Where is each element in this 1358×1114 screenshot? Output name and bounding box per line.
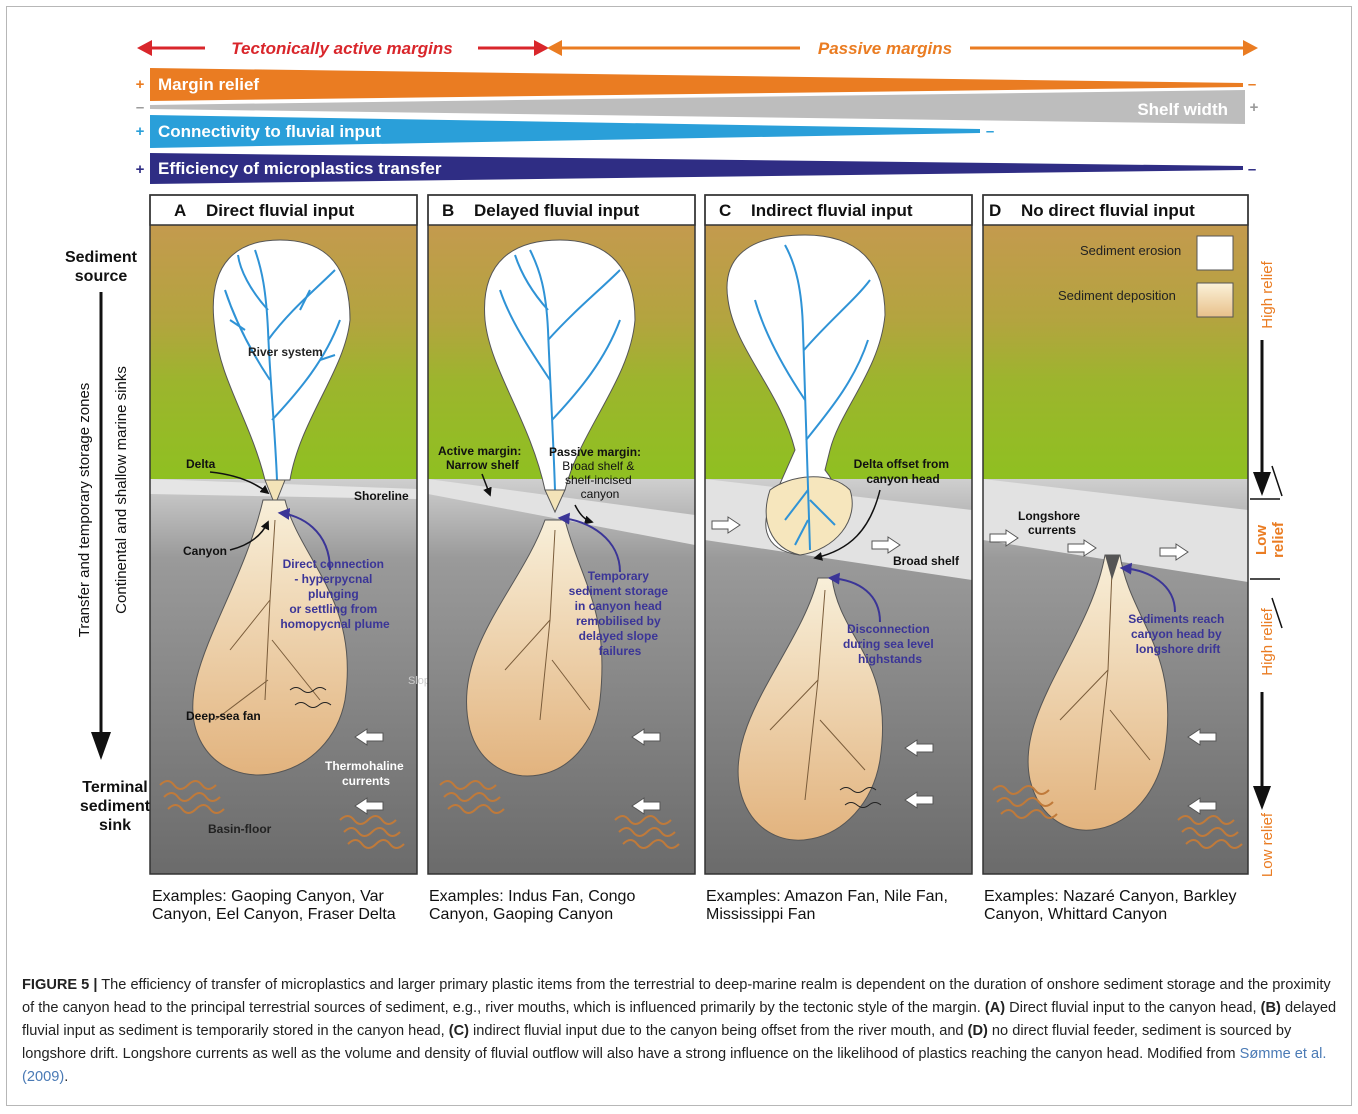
svg-text:sediment: sediment: [80, 798, 151, 815]
tapered-bars: + – Margin relief – + Shelf width + – Co…: [136, 68, 1259, 184]
svg-text:Active margin: Narrow sh: Active margin: Narrow shelf: [438, 444, 525, 472]
svg-text:Canyon: Canyon: [183, 544, 227, 558]
svg-text:source: source: [75, 268, 128, 285]
svg-text:Sediment: Sediment: [65, 249, 138, 266]
connectivity-label: Connectivity to fluvial input: [158, 122, 381, 141]
svg-text:relief: relief: [1270, 521, 1287, 558]
svg-text:Low: Low: [1253, 525, 1270, 555]
svg-text:Sediments reach canyon h: Sediments reach canyon head by longshore…: [1128, 612, 1227, 656]
svg-text:Indirect fluvial input: Indirect fluvial input: [751, 201, 913, 220]
svg-text:Deep-sea fan: Deep-sea fan: [186, 709, 261, 723]
margin-relief-label: Margin relief: [158, 75, 259, 94]
svg-text:–: –: [136, 99, 144, 116]
svg-text:Longshore currents: Longshore currents: [1018, 509, 1083, 537]
svg-text:–: –: [1248, 76, 1256, 93]
examples-c: Examples: Amazon Fan, Nile Fan, Mississi…: [706, 888, 974, 924]
svg-text:Direct fluvial input: Direct fluvial input: [206, 201, 355, 220]
passive-label: Passive margins: [818, 39, 952, 58]
relief-scale: High relief Low relief High relief Low r…: [1250, 260, 1287, 877]
svg-text:A: A: [174, 201, 186, 220]
svg-text:Passive margin:: Passive margin:: [549, 445, 641, 459]
svg-text:Sediment deposition: Sediment deposition: [1058, 288, 1176, 303]
svg-text:Terminal: Terminal: [82, 779, 148, 796]
panel-d: D No direct fluvial input Sediment erosi…: [983, 195, 1248, 874]
svg-text:D: D: [989, 201, 1001, 220]
svg-text:Transfer and temporary storage: Transfer and temporary storage zones: [76, 383, 93, 638]
svg-text:Delta offset from canyon: Delta offset from canyon head: [854, 457, 953, 486]
svg-text:High relief: High relief: [1259, 607, 1276, 675]
svg-text:Broad shelf: Broad shelf: [893, 554, 960, 568]
svg-text:+: +: [1250, 99, 1259, 116]
panel-a: A Direct fluvial input River system Delt…: [150, 195, 436, 874]
svg-text:Low relief: Low relief: [1259, 812, 1276, 877]
svg-text:+: +: [136, 161, 145, 178]
svg-text:Delayed fluvial input: Delayed fluvial input: [474, 201, 640, 220]
svg-text:Shoreline: Shoreline: [354, 489, 409, 503]
svg-text:–: –: [1248, 161, 1256, 178]
figure-graphic: Tectonically active margins Passive marg…: [0, 0, 1358, 975]
svg-text:C: C: [719, 201, 731, 220]
svg-text:No direct fluvial input: No direct fluvial input: [1021, 201, 1195, 220]
examples-d: Examples: Nazaré Canyon, Barkley Canyon,…: [984, 888, 1252, 924]
svg-text:B: B: [442, 201, 454, 220]
examples-a: Examples: Gaoping Canyon, Var Canyon, Ee…: [152, 888, 420, 924]
svg-text:River system: River system: [248, 345, 323, 359]
svg-text:High relief: High relief: [1259, 260, 1276, 328]
svg-text:Continental and shallow marine: Continental and shallow marine sinks: [113, 366, 130, 614]
svg-text:Delta: Delta: [186, 457, 216, 471]
shelf-width-label: Shelf width: [1137, 100, 1228, 119]
left-labels: Sediment source Transfer and temporary s…: [65, 249, 151, 834]
svg-text:+: +: [136, 123, 145, 140]
svg-text:Basin-floor: Basin-floor: [208, 822, 272, 836]
svg-text:+: +: [136, 76, 145, 93]
svg-text:sink: sink: [99, 817, 131, 834]
header-arrows: Tectonically active margins Passive marg…: [137, 39, 1258, 58]
tectonic-label: Tectonically active margins: [231, 39, 452, 58]
panel-c: C Indirect fluvial input Delta offset fr…: [705, 195, 972, 874]
efficiency-label: Efficiency of microplastics transfer: [158, 159, 442, 178]
svg-text:Sediment erosion: Sediment erosion: [1080, 243, 1181, 258]
examples-b: Examples: Indus Fan, Congo Canyon, Gaopi…: [429, 888, 697, 924]
figure-caption: FIGURE 5 | The efficiency of transfer of…: [22, 974, 1340, 1089]
panel-b: B Delayed fluvial input Active margin: N…: [428, 195, 695, 874]
svg-text:–: –: [986, 123, 994, 140]
